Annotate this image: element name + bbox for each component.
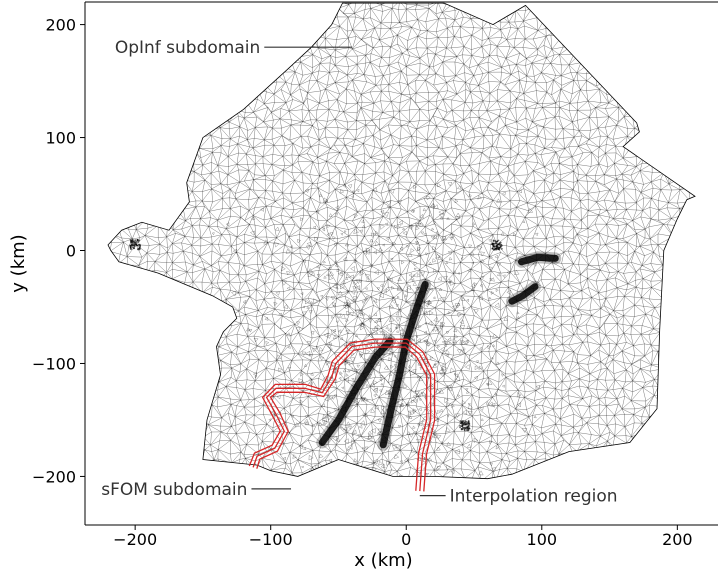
mesh-layer bbox=[107, 2, 696, 480]
dense-feature-0 bbox=[316, 334, 396, 449]
annotation-label: OpInf subdomain bbox=[115, 38, 260, 58]
annotation-2: Interpolation region bbox=[419, 487, 618, 507]
x-tick-label: −100 bbox=[249, 530, 293, 549]
annotation-label: Interpolation region bbox=[450, 487, 618, 507]
x-tick-label: 200 bbox=[662, 530, 693, 549]
interpolation-region bbox=[248, 338, 436, 492]
dense-feature-2 bbox=[506, 280, 541, 308]
y-tick-label: 0 bbox=[66, 242, 76, 261]
dense-feature-6 bbox=[491, 239, 503, 251]
interpolation-curve-1 bbox=[252, 342, 432, 492]
annotation-0: OpInf subdomain bbox=[115, 38, 353, 58]
annotation-label: sFOM subdomain bbox=[101, 480, 247, 500]
x-axis-label: x (km) bbox=[354, 550, 412, 570]
dense-feature-4 bbox=[459, 420, 471, 432]
x-tick-label: 100 bbox=[527, 530, 558, 549]
dense-features bbox=[129, 238, 562, 451]
domain-outline bbox=[107, 2, 696, 480]
annotations: OpInf subdomain sFOM subdomain Interpolati… bbox=[101, 38, 617, 506]
x-tick-label: −200 bbox=[113, 530, 157, 549]
interpolation-curve-0 bbox=[248, 338, 436, 492]
y-tick-label: −100 bbox=[32, 354, 76, 373]
dense-feature-5 bbox=[129, 238, 142, 251]
interpolation-curve-2 bbox=[256, 346, 428, 491]
dense-feature-1 bbox=[377, 278, 432, 451]
dense-feature-3 bbox=[515, 251, 562, 268]
y-tick-label: −200 bbox=[32, 467, 76, 486]
annotation-1: sFOM subdomain bbox=[101, 480, 292, 500]
axes: −200 −100 0 100 200 −200 −100 0 100 200 x (km) y (k… bbox=[8, 1, 718, 570]
y-axis-label: y (km) bbox=[8, 234, 29, 292]
y-tick-label: 200 bbox=[45, 16, 76, 35]
mesh-triangles bbox=[108, 3, 695, 479]
y-tick-label: 100 bbox=[45, 129, 76, 148]
x-tick-label: 0 bbox=[401, 530, 411, 549]
